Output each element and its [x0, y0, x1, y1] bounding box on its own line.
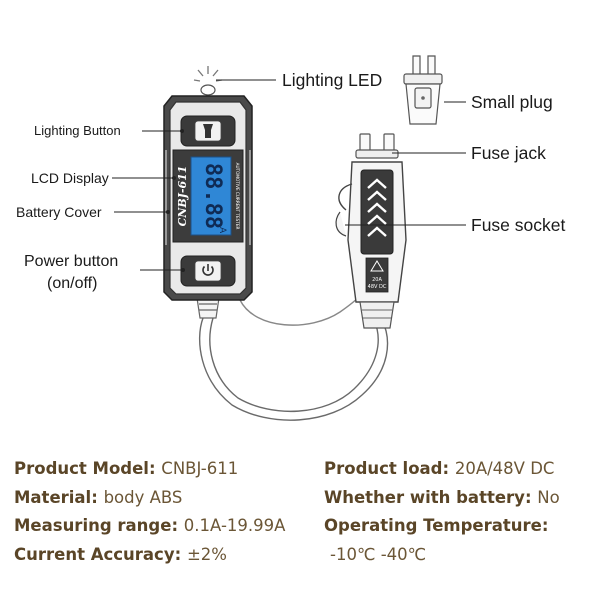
- spec-row-temperature: Operating Temperature:: [324, 516, 549, 535]
- label-lighting-led: Lighting LED: [282, 70, 382, 90]
- device-cable-boot: [196, 297, 220, 319]
- spec-value: No: [537, 487, 560, 507]
- spec-key: Current Accuracy: [14, 544, 175, 564]
- model-text: CNBJ-611: [176, 166, 189, 227]
- warning-icon: [370, 260, 384, 272]
- spec-value: body ABS: [103, 487, 183, 507]
- spec-key: Product Model: [14, 459, 149, 478]
- label-small-plug: Small plug: [471, 92, 553, 112]
- lcd-caption: AUTOMOTIVE CURRENT TESTER: [235, 163, 240, 230]
- spec-column-right: Product load: 20A/48V DC Whether with ba…: [324, 455, 594, 569]
- spec-value: 20A/48V DC: [454, 459, 555, 478]
- spec-value: 0.1A-19.99A: [183, 516, 286, 535]
- power-icon: [202, 264, 214, 276]
- spec-value: ±2%: [186, 544, 227, 564]
- spec-row-model: Product Model: CNBJ-611: [14, 459, 239, 478]
- socket-text-1: 20A: [372, 277, 382, 283]
- spec-key: Operating Temperature: [324, 516, 542, 535]
- leader-dots: [166, 129, 185, 272]
- label-fuse-socket: Fuse socket: [471, 215, 565, 235]
- cable: [198, 295, 389, 421]
- spec-row-temperature-value: -10℃ -40℃: [324, 541, 594, 570]
- lighting-button[interactable]: [180, 115, 236, 147]
- label-lcd-display: LCD Display: [31, 170, 109, 186]
- spec-value: CNBJ-611: [161, 459, 239, 478]
- power-button[interactable]: [180, 255, 236, 287]
- fuse-socket: 20A 48V DC: [335, 161, 407, 329]
- fuse-jack: [355, 133, 399, 159]
- led-rays-icon: [193, 66, 223, 82]
- spec-row-range: Measuring range: 0.1A-19.99A: [14, 516, 286, 535]
- chevron-icon: [367, 178, 387, 237]
- label-power-button-note: (on/off): [47, 275, 97, 292]
- small-plug: [403, 55, 443, 125]
- lcd-unit-tag: A: [217, 227, 227, 234]
- socket-text-2: 48V DC: [368, 284, 387, 290]
- lighting-led: [200, 84, 216, 96]
- spec-row-accuracy: Current Accuracy: ±2%: [14, 544, 227, 564]
- spec-row-battery: Whether with battery: No: [324, 487, 560, 507]
- spec-column-left: Product Model: CNBJ-611 Material: body A…: [14, 455, 319, 569]
- spec-key: Material: [14, 487, 92, 507]
- spec-value: -10℃ -40℃: [330, 544, 427, 564]
- label-power-button: Power button: [24, 253, 118, 270]
- label-battery-cover: Battery Cover: [16, 204, 102, 220]
- spec-key: Product load: [324, 459, 443, 478]
- spec-key: Measuring range: [14, 516, 172, 535]
- spec-key: Whether with battery: [324, 487, 525, 507]
- spec-row-load: Product load: 20A/48V DC: [324, 459, 555, 478]
- label-lighting-button: Lighting Button: [34, 123, 121, 138]
- spec-row-material: Material: body ABS: [14, 487, 183, 507]
- label-fuse-jack: Fuse jack: [471, 143, 546, 163]
- flashlight-icon: [203, 124, 213, 138]
- leader-lines: [112, 79, 466, 271]
- lcd-reading: 88.88: [200, 163, 225, 229]
- product-diagram: 88.88 A CNBJ-611 AUTOMOTIVE CURRENT TEST…: [16, 55, 565, 421]
- lcd-display: 88.88 A CNBJ-611 AUTOMOTIVE CURRENT TEST…: [172, 149, 244, 243]
